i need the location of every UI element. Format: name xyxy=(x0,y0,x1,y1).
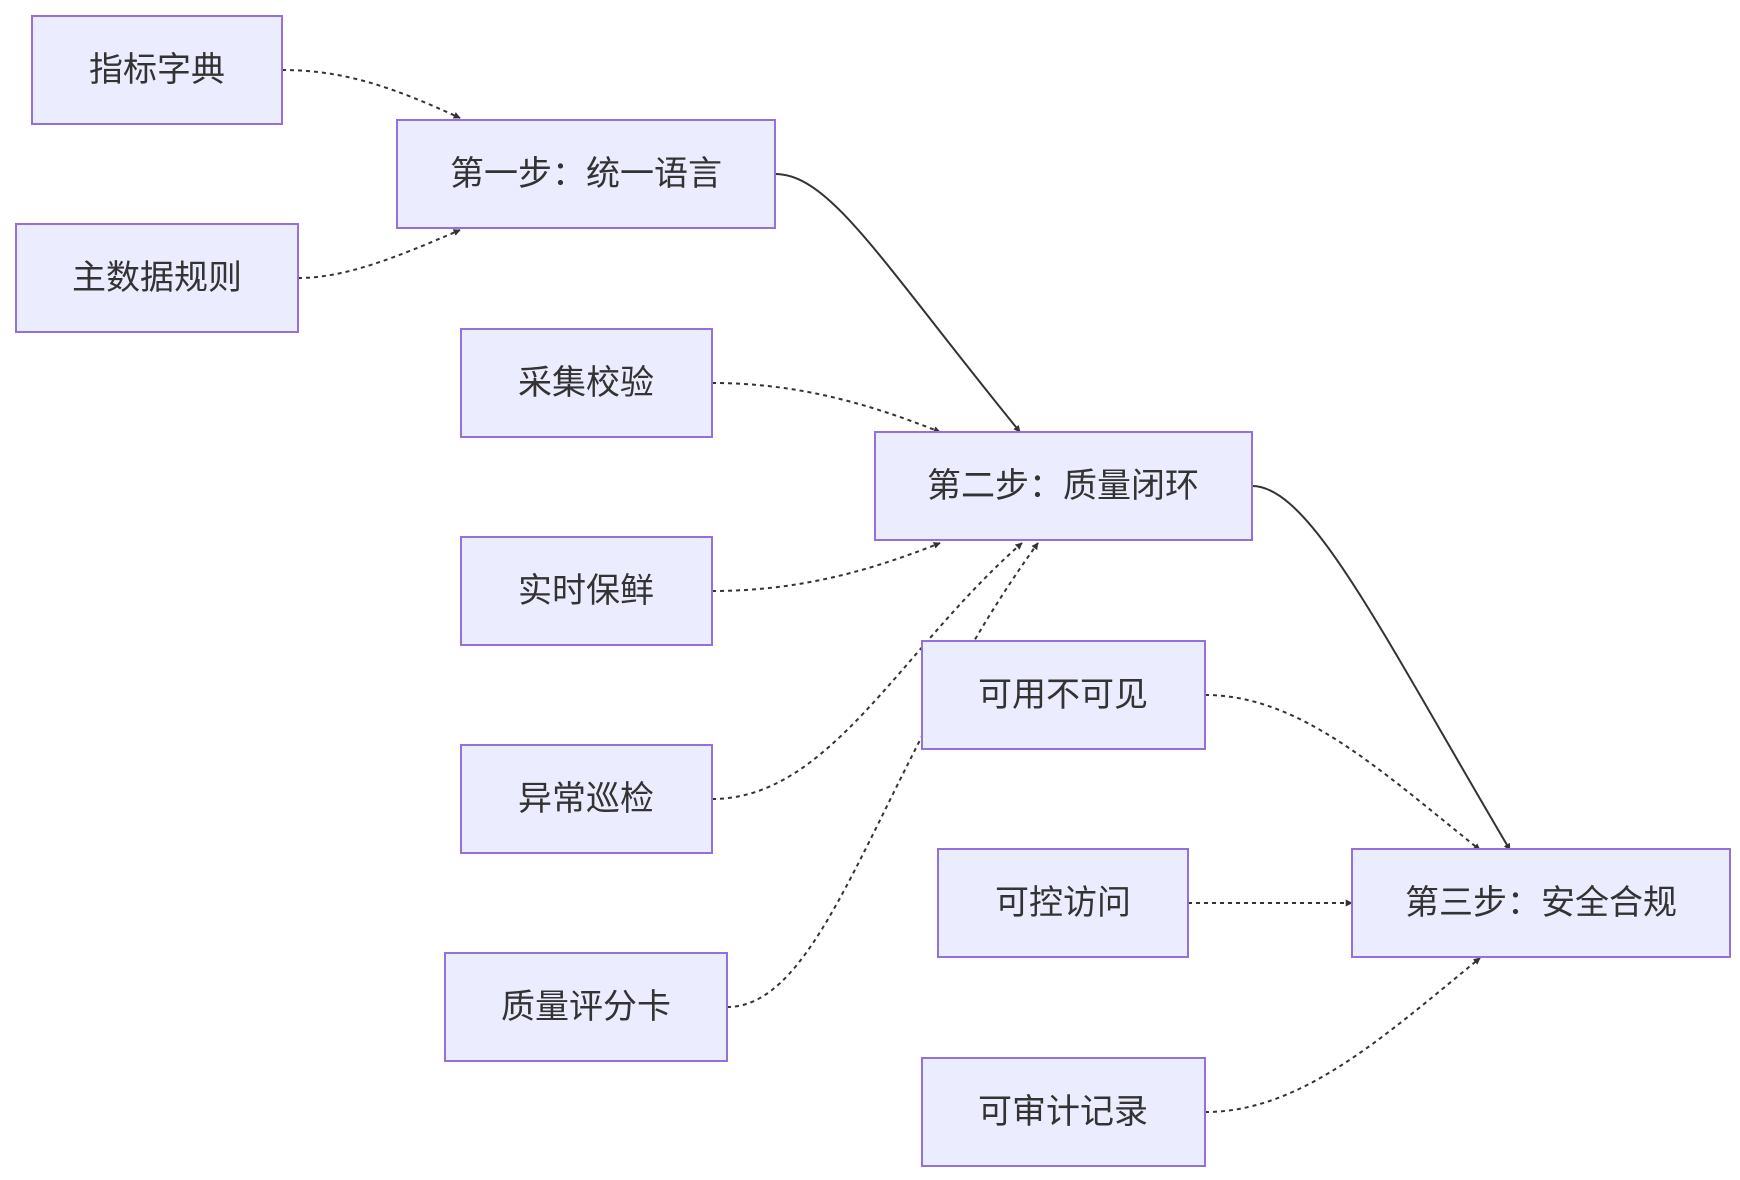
node-mdm-label: 主数据规则 xyxy=(72,258,242,298)
node-step3[interactable]: 第三步：安全合规 xyxy=(1351,848,1731,958)
node-dict[interactable]: 指标字典 xyxy=(31,15,283,125)
node-fresh[interactable]: 实时保鲜 xyxy=(460,536,713,646)
node-step1-label: 第一步：统一语言 xyxy=(450,154,722,194)
edge-dict-to-step1 xyxy=(281,69,461,119)
edge-score-to-step2 xyxy=(726,542,1039,1008)
edges-layer xyxy=(281,69,1511,1113)
edge-mdm-to-step1 xyxy=(297,229,461,279)
edge-inspect-to-step2 xyxy=(711,542,1023,800)
edge-audit-to-step3 xyxy=(1204,957,1481,1113)
node-access-label: 可控访问 xyxy=(995,883,1131,923)
node-audit[interactable]: 可审计记录 xyxy=(921,1057,1206,1167)
node-inspect-label: 异常巡检 xyxy=(518,779,654,819)
edge-collect-to-step2 xyxy=(711,382,941,433)
node-collect[interactable]: 采集校验 xyxy=(460,328,713,438)
node-dict-label: 指标字典 xyxy=(89,50,225,90)
node-step2[interactable]: 第二步：质量闭环 xyxy=(874,431,1253,541)
edge-fresh-to-step2 xyxy=(711,542,941,592)
node-collect-label: 采集校验 xyxy=(518,363,654,403)
edge-visible-to-step3 xyxy=(1204,694,1481,851)
node-visible[interactable]: 可用不可见 xyxy=(921,640,1206,750)
node-score-label: 质量评分卡 xyxy=(501,987,671,1027)
node-visible-label: 可用不可见 xyxy=(978,675,1148,715)
edge-step2-to-step3 xyxy=(1251,485,1511,851)
node-fresh-label: 实时保鲜 xyxy=(518,571,654,611)
node-score[interactable]: 质量评分卡 xyxy=(444,952,728,1062)
node-inspect[interactable]: 异常巡检 xyxy=(460,744,713,854)
node-mdm[interactable]: 主数据规则 xyxy=(15,223,299,333)
edge-step1-to-step2 xyxy=(774,173,1021,433)
node-step2-label: 第二步：质量闭环 xyxy=(927,466,1199,506)
node-step1[interactable]: 第一步：统一语言 xyxy=(396,119,776,229)
node-audit-label: 可审计记录 xyxy=(978,1092,1148,1132)
node-access[interactable]: 可控访问 xyxy=(937,848,1189,958)
nodes-layer: 指标字典 主数据规则 第一步：统一语言 采集校验 第二步：质量闭环 实时保鲜 可… xyxy=(15,15,1731,1167)
node-step3-label: 第三步：安全合规 xyxy=(1405,883,1677,923)
